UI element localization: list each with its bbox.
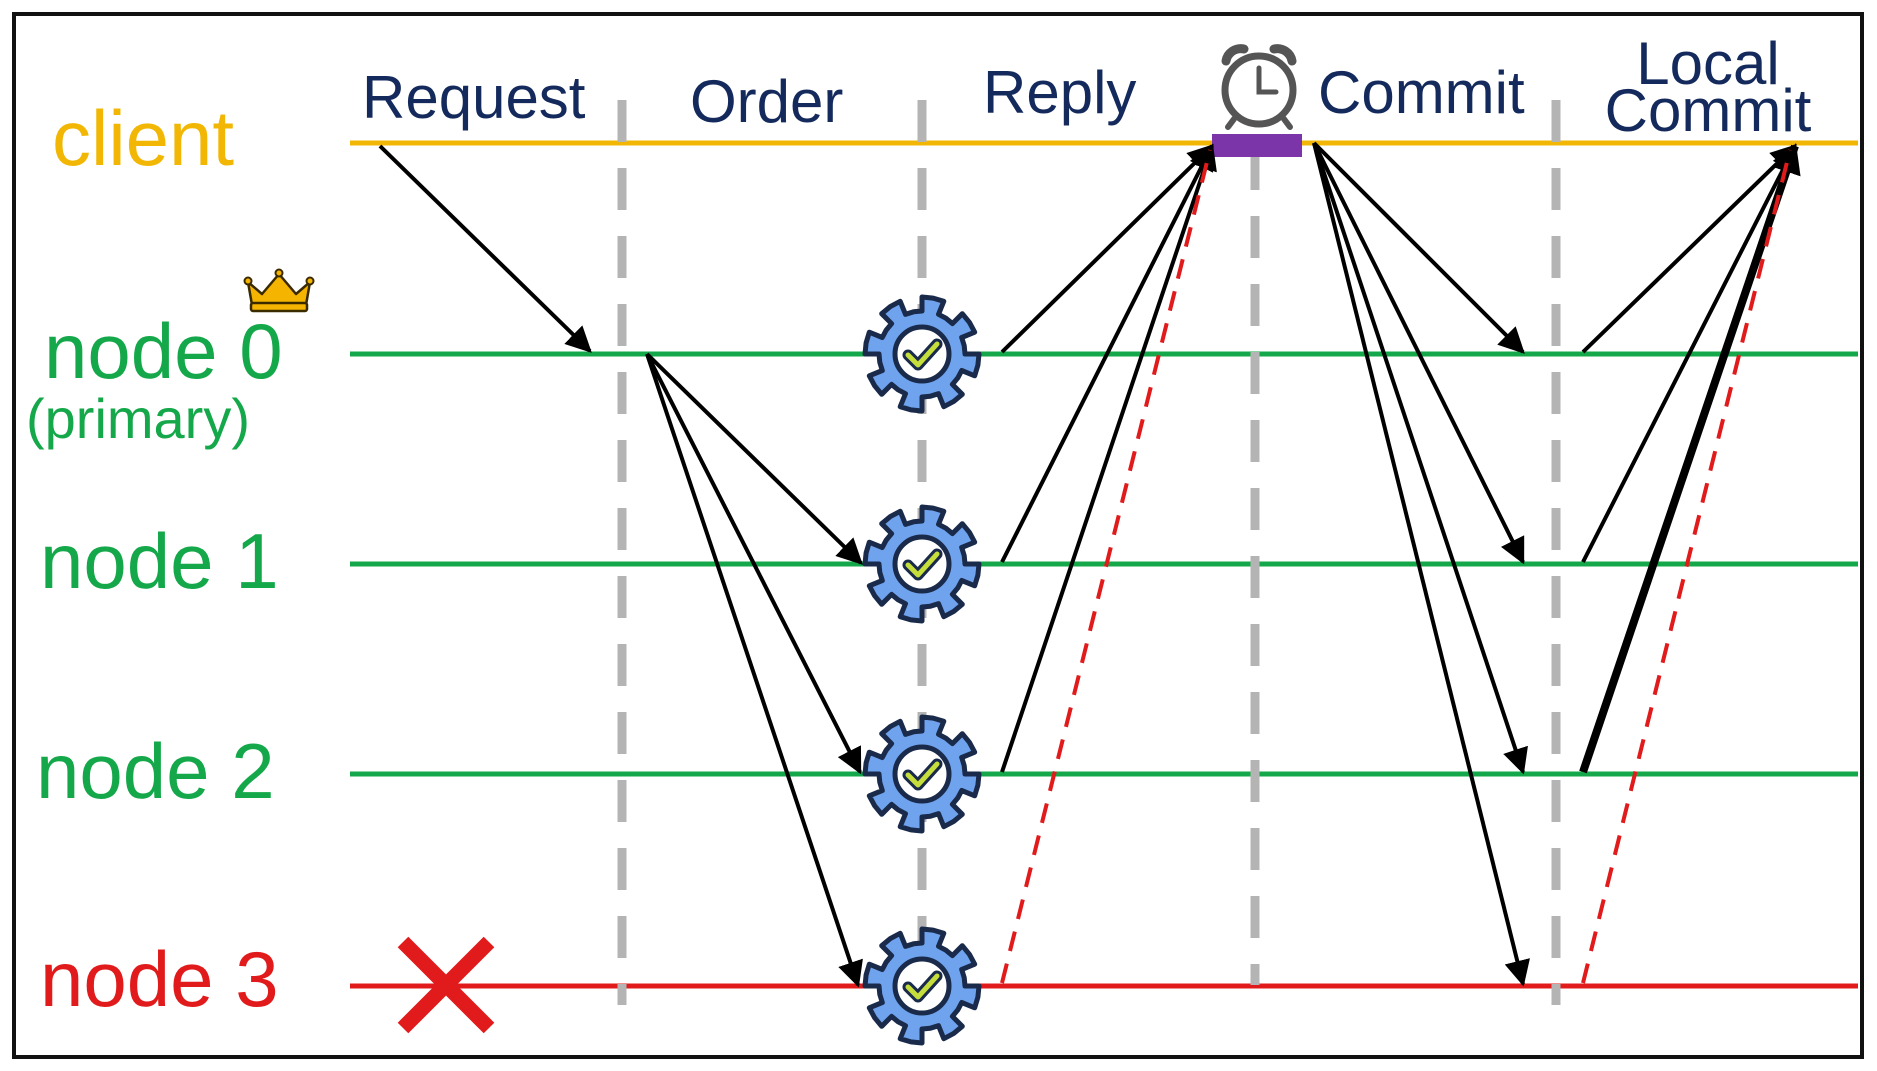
gear-check-icon: [862, 714, 982, 834]
arrow-local-commit-node0-to-client: [1581, 144, 1797, 354]
arrow-order-node0-to-node3: [645, 353, 863, 988]
arrow-reply-node2-to-client: [1000, 143, 1217, 773]
gear-check-icon: [862, 504, 982, 624]
arrow-request-client-to-node0: [378, 144, 592, 353]
arrow-reply-node1-to-client: [1000, 143, 1214, 563]
node-label-node3: node 3: [40, 935, 279, 1023]
alarm-clock-icon: [1221, 44, 1297, 130]
timer-bar: [1212, 134, 1302, 157]
node-label-node1: node 1: [40, 517, 279, 605]
arrow-local-commit-node1-to-client: [1581, 143, 1797, 563]
arrow-order-node0-to-node1: [645, 352, 863, 565]
node-label-node0: node 0: [44, 307, 283, 395]
red-x-icon: [397, 936, 495, 1034]
phase-label-local: Local: [1636, 30, 1779, 97]
arrow-commit-client-to-node2: [1312, 142, 1528, 775]
phase-label-order: Order: [690, 68, 843, 135]
arrow-order-node0-to-node2: [645, 353, 862, 775]
node-label-node2: node 2: [36, 727, 275, 815]
arrow-local-commit-node2-to-client: [1579, 143, 1801, 774]
crown-icon: [243, 268, 315, 313]
phase-label-request: Request: [362, 64, 586, 131]
arrow-reply-node3-missing: [1000, 149, 1212, 984]
phase-label-commit: Commit: [1318, 59, 1525, 126]
phase-label-local-commit: Commit: [1605, 77, 1812, 144]
phase-label-reply: Reply: [983, 59, 1136, 126]
arrow-commit-client-to-node3: [1312, 142, 1530, 987]
gear-check-icon: [862, 926, 982, 1046]
gear-icons: [862, 294, 982, 1046]
arrow-commit-client-to-node1: [1312, 142, 1525, 565]
arrow-reply-node0-to-client: [1000, 144, 1214, 354]
gear-check-icon: [862, 294, 982, 414]
node-label-client: client: [52, 94, 234, 182]
arrow-commit-client-to-node0: [1312, 141, 1525, 354]
arrow-local-commit-node3-missing: [1581, 149, 1792, 984]
node-role-primary: (primary): [26, 387, 250, 450]
